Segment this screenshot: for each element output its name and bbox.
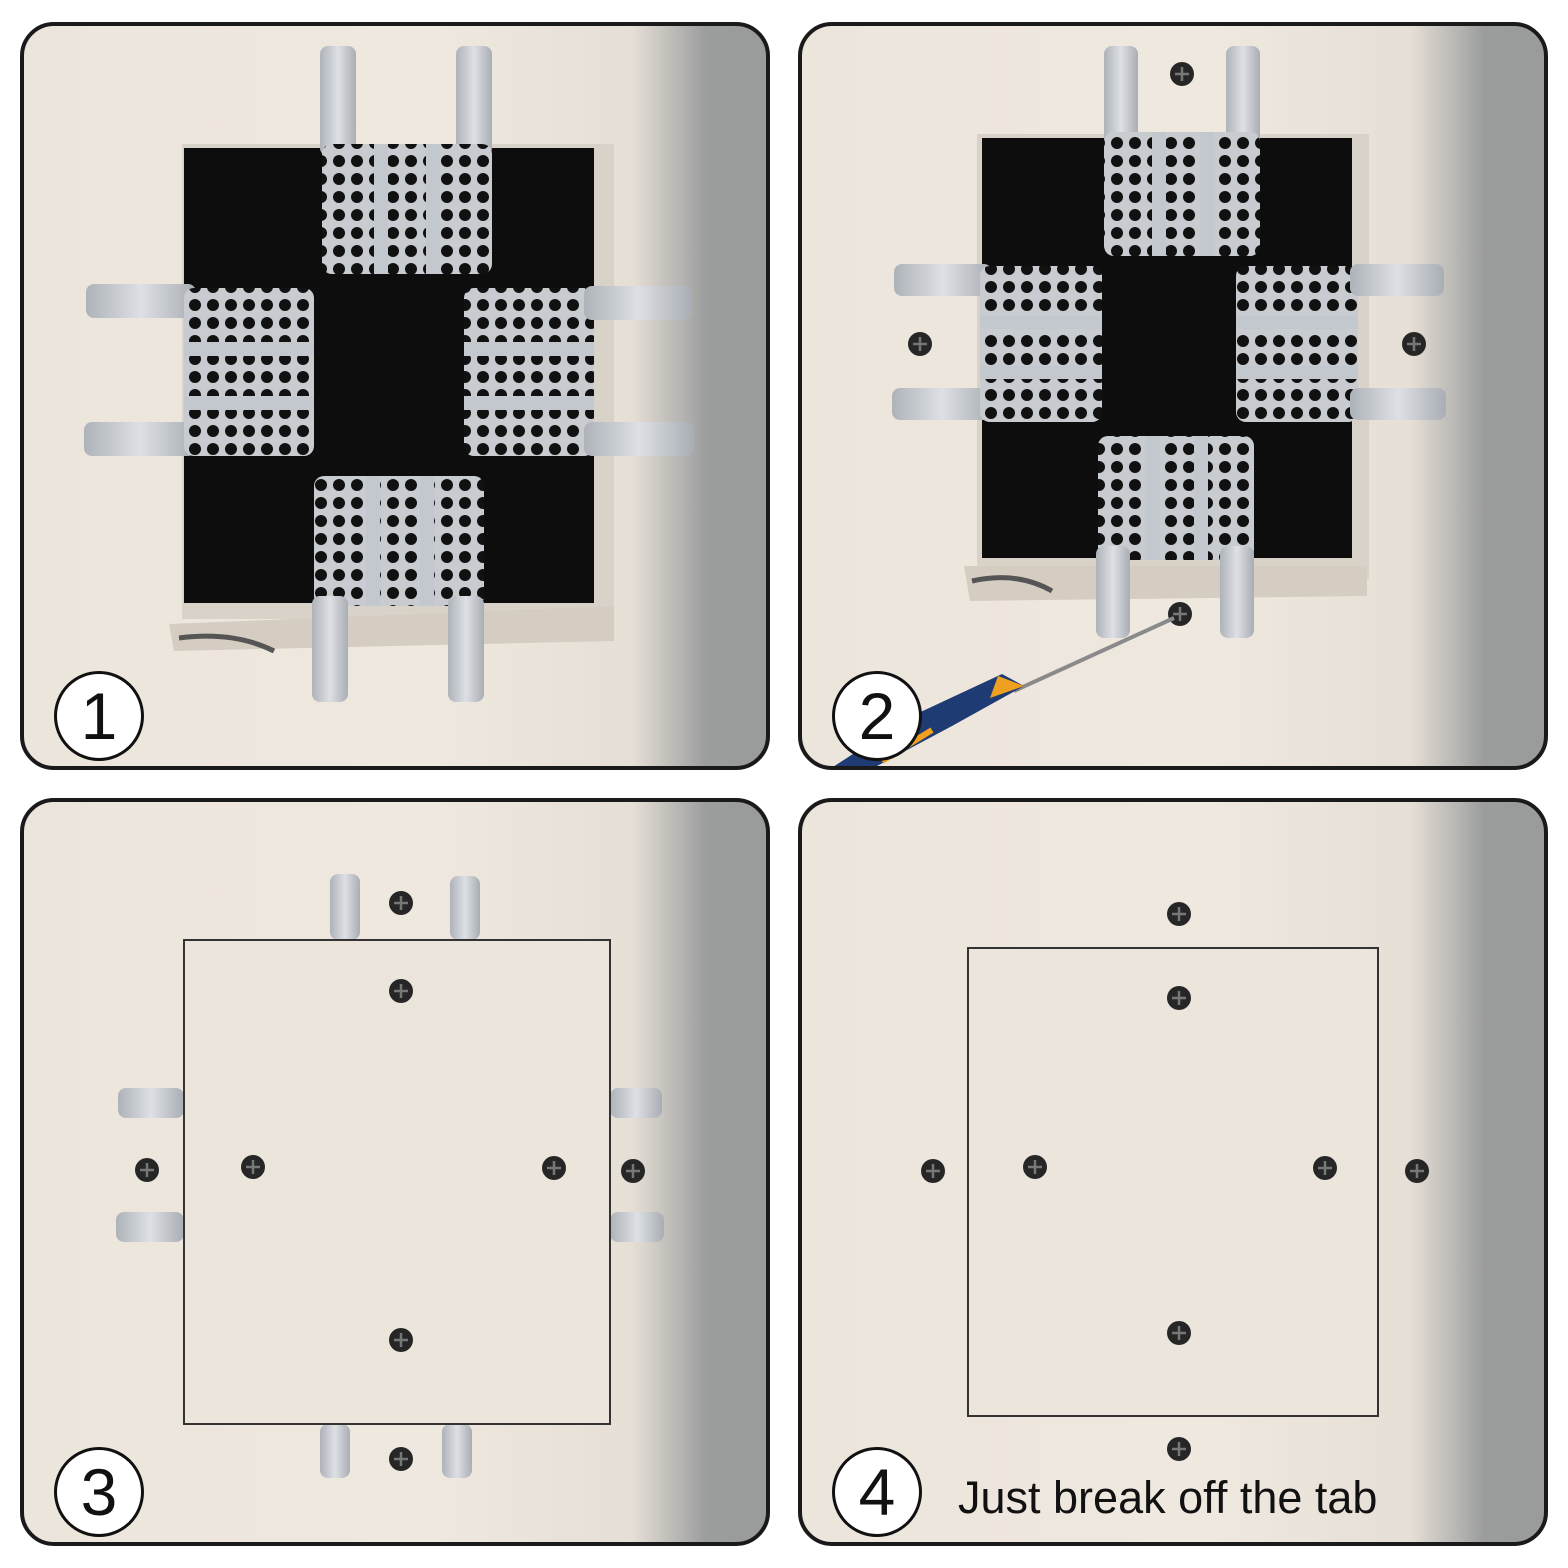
metal-bracket-icon bbox=[464, 286, 694, 456]
screw-icon bbox=[1021, 1153, 1049, 1181]
screw-icon bbox=[387, 1445, 415, 1473]
step-number-badge: 1 bbox=[54, 671, 144, 761]
screw-icon bbox=[1166, 600, 1194, 628]
step-number-badge: 3 bbox=[54, 1447, 144, 1537]
step-4-panel: 4 Just break off the tab bbox=[798, 798, 1548, 1546]
metal-bracket-icon bbox=[1096, 436, 1254, 638]
step-2-panel: 2 bbox=[798, 22, 1548, 770]
screw-icon bbox=[1168, 60, 1196, 88]
screw-icon bbox=[919, 1157, 947, 1185]
screw-icon bbox=[906, 330, 934, 358]
metal-bracket-icon bbox=[320, 46, 492, 274]
step-4-illustration bbox=[919, 900, 1431, 1463]
screw-icon bbox=[1165, 900, 1193, 928]
screw-icon bbox=[1165, 984, 1193, 1012]
step-4-caption: Just break off the tab bbox=[958, 1472, 1378, 1523]
screw-icon bbox=[387, 977, 415, 1005]
screw-icon bbox=[1403, 1157, 1431, 1185]
step-3-panel: 3 bbox=[20, 798, 770, 1546]
step-1-panel: 1 bbox=[20, 22, 770, 770]
screw-icon bbox=[1165, 1319, 1193, 1347]
screw-icon bbox=[619, 1157, 647, 1185]
metal-bracket-icon bbox=[312, 476, 484, 702]
step-number-badge: 2 bbox=[832, 671, 922, 761]
screw-icon bbox=[1400, 330, 1428, 358]
metal-bracket-icon bbox=[1236, 264, 1446, 422]
metal-bracket-icon bbox=[892, 264, 1102, 422]
screw-icon bbox=[239, 1153, 267, 1181]
metal-bracket-icon bbox=[84, 284, 314, 456]
screw-icon bbox=[1165, 1435, 1193, 1463]
screw-icon bbox=[540, 1154, 568, 1182]
screw-icon bbox=[1311, 1154, 1339, 1182]
access-panel-door bbox=[967, 947, 1379, 1417]
screw-icon bbox=[387, 1326, 415, 1354]
step-3-illustration bbox=[116, 874, 664, 1478]
metal-bracket-icon bbox=[1104, 46, 1260, 256]
step-number-badge: 4 bbox=[832, 1447, 922, 1537]
screw-icon bbox=[133, 1156, 161, 1184]
step-2-illustration bbox=[834, 46, 1446, 766]
screw-icon bbox=[387, 889, 415, 917]
step-1-illustration bbox=[84, 46, 694, 702]
access-panel-door bbox=[183, 939, 611, 1425]
